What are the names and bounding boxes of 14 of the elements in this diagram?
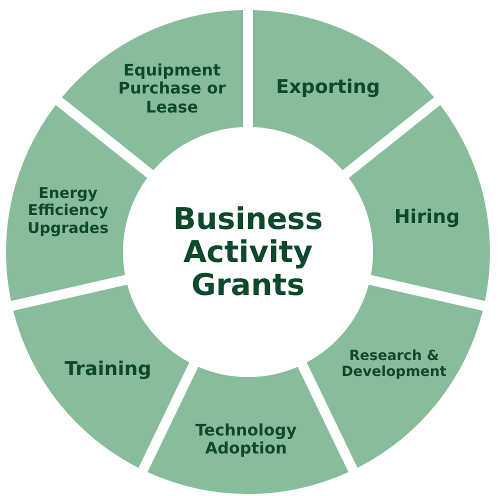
segment-label: Research & Development (340, 348, 448, 380)
segment-label: Technology Adoption (194, 422, 298, 458)
segment-label: Exporting (276, 77, 380, 99)
ring-segment (6, 105, 148, 301)
ring-segment (306, 284, 483, 468)
ring-segment (61, 10, 243, 171)
segment-label: Equipment Purchase or Lease (117, 61, 227, 117)
center-title: Business Activity Grants (172, 202, 324, 302)
segment-label: Hiring (394, 207, 460, 229)
ring-segment (348, 105, 490, 301)
segment-label: Training (64, 359, 152, 381)
segment-label: Energy Efficiency Upgrades (26, 185, 110, 237)
ring-segment (253, 10, 435, 171)
ring-segment (13, 284, 190, 468)
